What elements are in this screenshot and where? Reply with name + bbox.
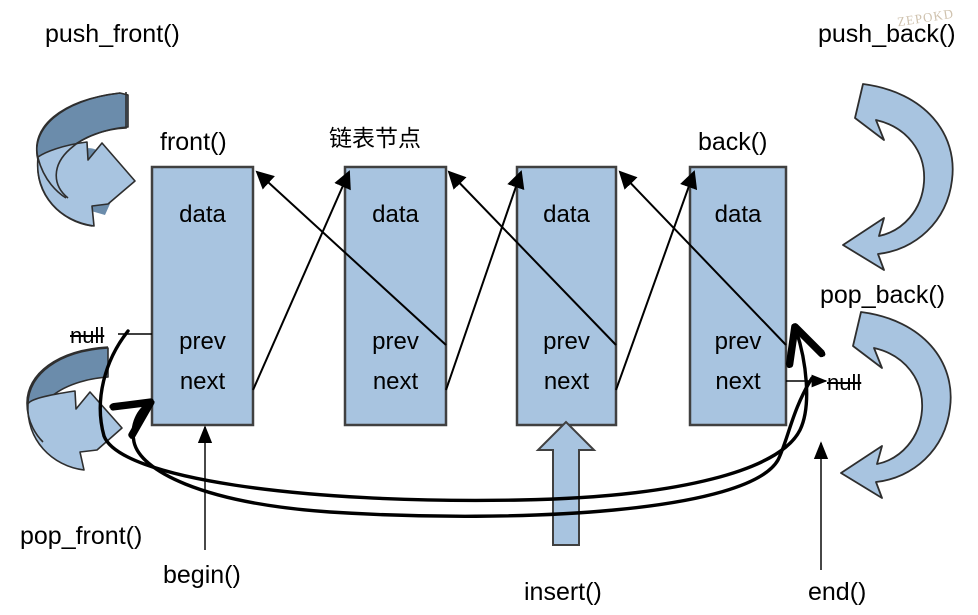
pop-back-arrow-icon: [840, 311, 952, 499]
label-pop-back: pop_back(): [820, 281, 946, 309]
wrap-around-curves: [98, 330, 812, 518]
label-end: end(): [808, 578, 867, 606]
node-4-prev: prev: [714, 328, 762, 355]
node-3-data: data: [543, 201, 590, 228]
node-boxes: [150, 165, 788, 427]
label-insert: insert(): [524, 578, 602, 606]
label-front-accessor: front(): [160, 128, 227, 156]
label-push-back: push_back(): [818, 20, 956, 48]
node-2-next: next: [372, 368, 419, 395]
pop-front-arrow-icon: [26, 346, 123, 471]
node-link-lines: [252, 170, 787, 391]
insert-arrow-icon: [535, 420, 597, 546]
push-front-arrow-icon: [35, 92, 136, 227]
node-2-prev: prev: [372, 328, 419, 355]
node-2-data: data: [372, 201, 419, 228]
label-list-node-cjk: 链表节点: [329, 126, 421, 152]
node-1-data: data: [179, 201, 226, 228]
node-1-prev: prev: [179, 328, 226, 355]
node-3-next: next: [543, 368, 590, 395]
node-3-prev: prev: [543, 328, 590, 355]
null-label-right: null: [827, 370, 862, 395]
label-begin: begin(): [163, 561, 241, 589]
node-4-data: data: [714, 201, 762, 228]
label-back-accessor: back(): [698, 128, 768, 156]
null-label-left: null: [70, 323, 105, 348]
push-back-arrow-icon: [842, 83, 954, 271]
label-push-front: push_front(): [45, 20, 180, 48]
node-1-next: next: [179, 368, 226, 395]
label-pop-front: pop_front(): [20, 522, 143, 550]
node-4-next: next: [715, 368, 761, 395]
